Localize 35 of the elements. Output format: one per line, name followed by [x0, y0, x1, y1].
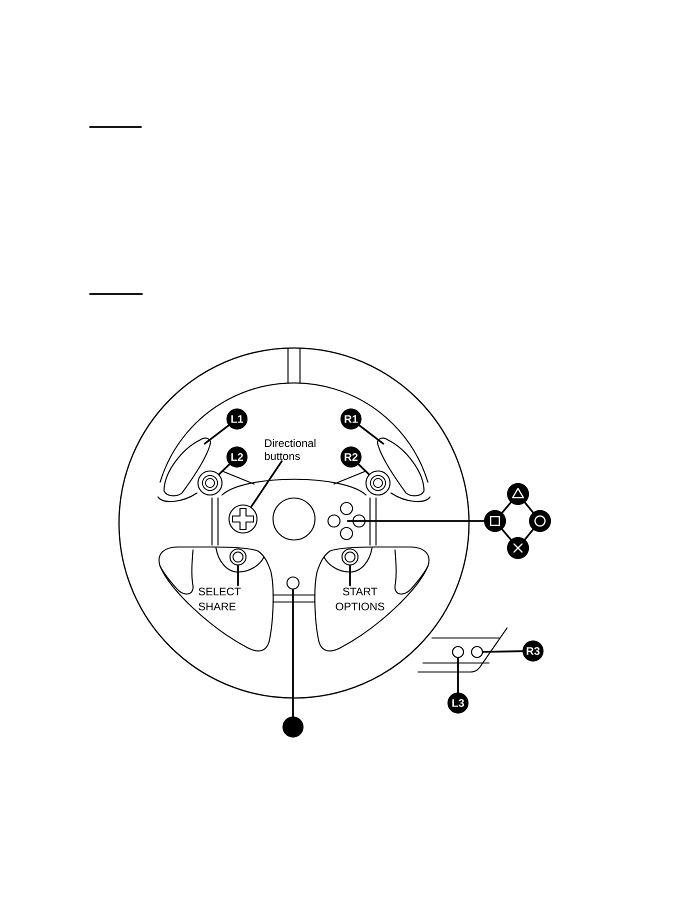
callout-text: Directional buttons [264, 438, 316, 460]
circle-icon [529, 510, 551, 532]
callout-label: R3 [522, 640, 544, 662]
leader-line [204, 424, 230, 445]
button [341, 548, 359, 566]
callout-label: R2 [340, 446, 362, 468]
leader-line [346, 520, 485, 522]
callout-text: START OPTIONS [336, 588, 384, 610]
button [286, 576, 300, 590]
connector-line [501, 502, 512, 514]
leader-line [358, 464, 370, 476]
connector-line [501, 528, 512, 540]
leader-line [292, 588, 294, 718]
callout-text: SELECT SHARE [198, 588, 241, 610]
button [229, 548, 247, 566]
connector-line [524, 528, 534, 540]
button [365, 470, 391, 496]
callout-label: L1 [226, 408, 248, 430]
button [197, 470, 223, 496]
callout-label: R1 [340, 408, 362, 430]
leader-line [349, 564, 351, 586]
button [452, 646, 464, 658]
leader-line [250, 460, 283, 508]
callout-label: L2 [226, 446, 248, 468]
callout-label: L3 [448, 692, 468, 714]
cross-icon [507, 537, 529, 559]
leader-line [237, 564, 239, 586]
callout-disc [282, 716, 304, 738]
leader-line [218, 464, 230, 476]
leader-line [358, 424, 384, 445]
leader-line [482, 650, 524, 653]
button [470, 646, 484, 658]
connector-line [524, 502, 534, 514]
leader-line [457, 657, 459, 694]
direction-pad [228, 504, 258, 534]
